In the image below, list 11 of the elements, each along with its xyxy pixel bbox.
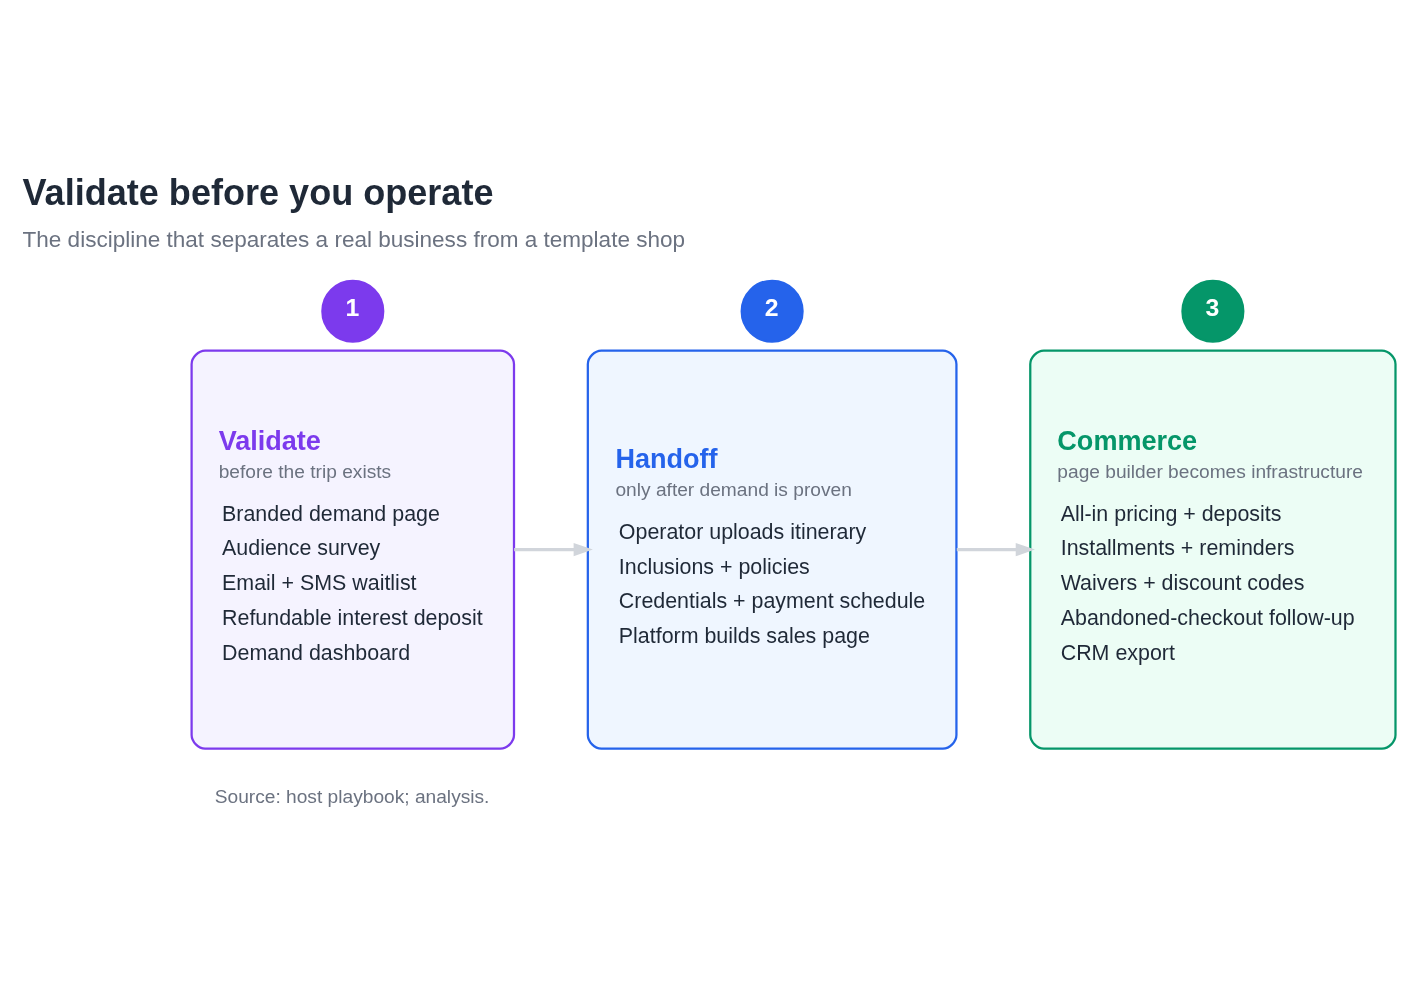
arrow [956, 542, 1035, 556]
diagram-title: Validate before you operate [22, 171, 493, 213]
node-box: Handoff only after demand is proven Operator uploads itinerary Inclusions + policies Credentials + payment schedule Platform builds sales page [586, 349, 958, 750]
node-box: Validate before the trip exists Branded demand page Audience survey Email + SMS waitlist Refundable interest deposit Demand dashboard [190, 349, 515, 750]
node-box: Commerce page builder becomes infrastructure All-in pricing + deposits Installments + reminders Waivers + discount codes Abandoned-checkout follow-up CRM export [1028, 349, 1397, 750]
node-circle: 3 [1180, 279, 1244, 343]
label: The discipline that separates a real business from a template shop [22, 226, 685, 252]
node-circle: 1 [320, 279, 384, 343]
arrow [513, 542, 593, 556]
label: Source: host playbook; analysis. [214, 785, 489, 807]
node-circle: 2 [740, 279, 804, 343]
